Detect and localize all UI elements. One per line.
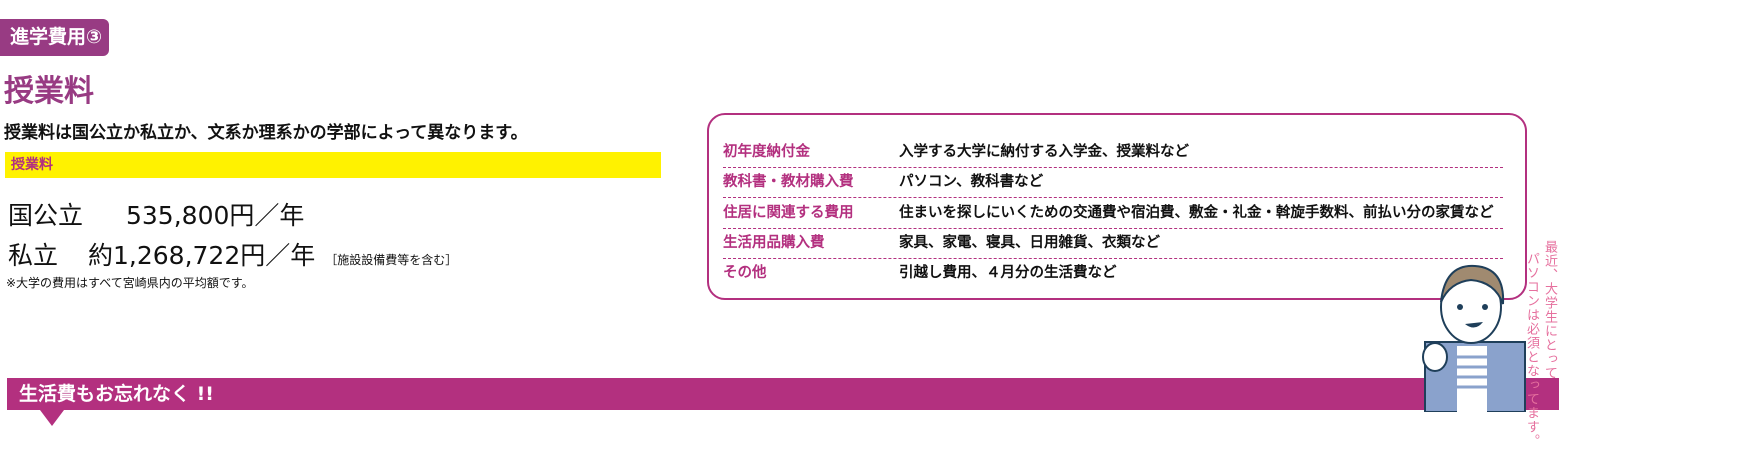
speech-line-1: 最近、大学生にとって <box>1542 240 1557 380</box>
table-row: 住居に関連する費用 住まいを探しにいくための交通費や宿泊費、敷金・礼金・斡旋手数料… <box>723 198 1503 229</box>
cost-item: 住居に関連する費用 <box>723 205 854 221</box>
page-title: 授業料 <box>4 74 94 109</box>
student-illustration <box>1422 264 1526 412</box>
cost-table: 初年度納付金 入学する大学に納付する入学金、授業料など 教科書・教材購入費 パソコン… <box>707 113 1527 300</box>
speech-line-2: パソコンは必須となってます。 <box>1524 252 1539 448</box>
fee-national: 国公立 535,800円／年 <box>8 196 304 232</box>
fee-amount: 535,800円／年 <box>126 201 305 230</box>
fee-private: 私立約1,268,722円／年 ［施設設備費等を含む］ <box>8 236 457 272</box>
footnote: ※大学の費用はすべて宮崎県内の平均額です。 <box>6 276 254 290</box>
lead-text: 授業料は国公立か私立か、文系か理系かの学部によって異なります。 <box>4 123 528 143</box>
tuition-header: 授業料 <box>5 152 661 178</box>
cost-desc: 引越し費用、４月分の生活費など <box>899 265 1117 281</box>
cost-item: その他 <box>723 265 767 281</box>
table-row: 生活用品購入費 家具、家電、寝具、日用雑貨、衣類など <box>723 228 1503 259</box>
section-tag: 進学費用③ <box>0 19 109 56</box>
pointer-triangle <box>40 410 64 426</box>
cost-desc: 入学する大学に納付する入学金、授業料など <box>899 144 1189 160</box>
cost-item: 生活用品購入費 <box>723 235 825 251</box>
cost-item: 初年度納付金 <box>723 144 810 160</box>
section-bar: 生活費もお忘れなく !! <box>7 378 1559 410</box>
table-row: 教科書・教材購入費 パソコン、教科書など <box>723 167 1503 198</box>
table-row: 初年度納付金 入学する大学に納付する入学金、授業料など <box>723 137 1503 168</box>
cost-desc: 住まいを探しにいくための交通費や宿泊費、敷金・礼金・斡旋手数料、前払い分の家賃な… <box>899 205 1494 221</box>
cost-item: 教科書・教材購入費 <box>723 174 854 190</box>
cost-desc: 家具、家電、寝具、日用雑貨、衣類など <box>899 235 1160 251</box>
table-row: その他 引越し費用、４月分の生活費など <box>723 258 1503 288</box>
fee-amount: 約1,268,722円／年 <box>88 241 316 270</box>
fee-note: ［施設設備費等を含む］ <box>325 253 458 267</box>
fee-label: 国公立 <box>8 201 84 230</box>
cost-desc: パソコン、教科書など <box>899 174 1044 190</box>
fee-label: 私立 <box>8 241 59 270</box>
